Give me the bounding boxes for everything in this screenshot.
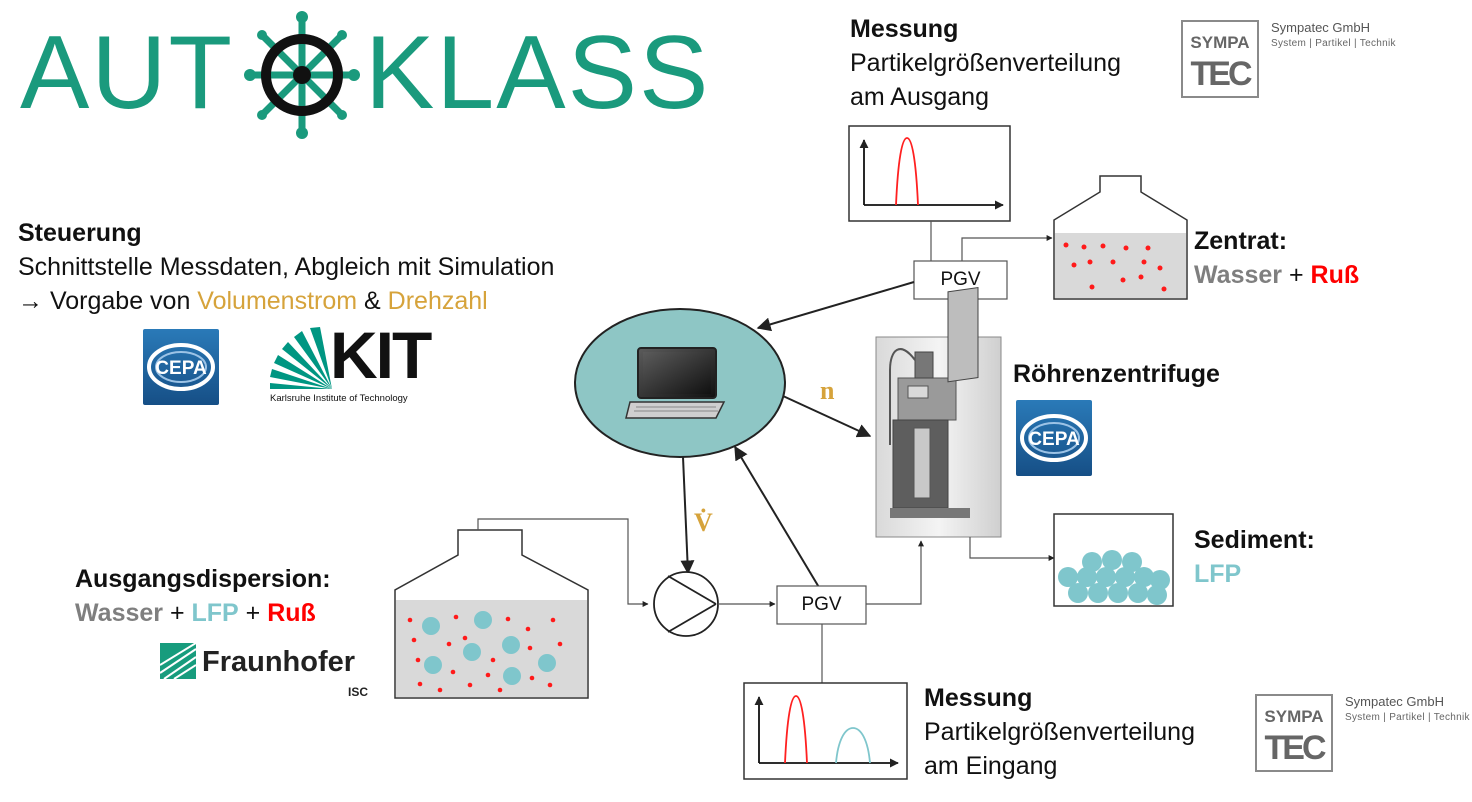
fraunhofer-text: Fraunhofer <box>202 646 356 678</box>
right-arrow-icon: → <box>18 287 43 315</box>
sympatec-logo-top-text-2: SYMPA <box>1264 707 1324 726</box>
zentrat-title: Zentrat: <box>1194 227 1288 255</box>
svg-text:CEPA: CEPA <box>155 358 207 379</box>
dispersion-soot: Ruß <box>267 599 316 627</box>
sympatec-logo-bottom-text-2: TEC <box>1264 729 1327 767</box>
pgv-bottom-box <box>776 585 867 625</box>
svg-text:CEPA: CEPA <box>1028 429 1080 450</box>
sympatec-caption-top: Sympatec GmbH System | Partikel | Techni… <box>1271 20 1396 52</box>
zentrat-plus: + <box>1282 261 1311 289</box>
kit-logo: KIT Karlsruhe Institute of Technology <box>270 319 440 407</box>
volumenstrom-text: Volumenstrom <box>197 287 358 315</box>
sediment-block: Sediment: LFP <box>1194 523 1315 591</box>
kit-subtitle: Karlsruhe Institute of Technology <box>270 393 408 404</box>
sympatec-logo-bottom-text: TEC <box>1190 55 1253 93</box>
dispersion-lfp: LFP <box>191 599 239 627</box>
dispersion-plus2: + <box>238 599 268 627</box>
centrifuge-title: Röhrenzentrifuge <box>1013 360 1220 388</box>
cepa-logo-right: CEPA <box>1016 400 1092 476</box>
symbol-v: V̇ <box>694 508 713 537</box>
centrifuge-image <box>875 286 1002 538</box>
dispersion-plus1: + <box>163 599 192 627</box>
sympatec-logo-bottom: SYMPA TEC <box>1255 694 1333 772</box>
dispersion-block: Ausgangsdispersion: Wasser + LFP + Ruß <box>75 562 331 630</box>
zentrat-soot: Ruß <box>1310 261 1360 289</box>
cepa-badge-icon: CEPA <box>147 343 215 391</box>
dispersion-water: Wasser <box>75 599 164 627</box>
fraunhofer-logo: Fraunhofer ISC <box>160 643 370 703</box>
zentrat-block: Zentrat: Wasser + Ruß <box>1194 224 1359 292</box>
sympatec-logo-top: SYMPA TEC <box>1181 20 1259 98</box>
sympatec-tagline: System | Partikel | Technik <box>1271 38 1396 49</box>
zentrat-line: Wasser + Ruß <box>1194 258 1359 292</box>
messung-in-block: Messung Partikelgrößenverteilung am Eing… <box>924 681 1195 783</box>
dispersion-title: Ausgangsdispersion: <box>75 565 331 593</box>
dispersion-line: Wasser + LFP + Ruß <box>75 596 331 630</box>
sediment-container <box>1053 513 1174 607</box>
vorgabe-text: Vorgabe von <box>49 287 198 315</box>
fraunhofer-mark-icon <box>160 643 196 679</box>
zentrat-container <box>1053 175 1188 300</box>
sediment-title: Sediment: <box>1194 526 1315 554</box>
messung-in-title: Messung <box>924 684 1033 712</box>
pgv-bottom-label: PGV <box>801 594 842 615</box>
messung-out-line1: Partikelgrößenverteilung <box>850 49 1121 77</box>
sympatec-name: Sympatec GmbH <box>1271 20 1370 35</box>
logo-text-aut: AUT <box>20 15 234 131</box>
cepa-logo-left: CEPA <box>143 329 219 405</box>
steuerung-title: Steuerung <box>18 219 142 247</box>
steuerung-block: Steuerung Schnittstelle Messdaten, Abgle… <box>18 216 678 318</box>
psd-chart-out <box>848 125 1011 222</box>
psd-chart-in <box>743 682 908 780</box>
steuerung-line1: Schnittstelle Messdaten, Abgleich mit Si… <box>18 253 555 281</box>
messung-out-block: Messung Partikelgrößenverteilung am Ausg… <box>850 12 1121 114</box>
autoklass-logo: AUT KLASS <box>20 11 708 139</box>
ship-wheel-icon <box>244 11 360 139</box>
sympatec-caption-bottom: Sympatec GmbH System | Partikel | Techni… <box>1345 694 1470 726</box>
cepa-badge-icon-2: CEPA <box>1020 414 1088 462</box>
sympatec-logo-top-text: SYMPA <box>1190 33 1250 52</box>
messung-out-title: Messung <box>850 15 959 43</box>
symbol-n: n <box>820 376 835 405</box>
fraunhofer-sub: ISC <box>348 685 369 699</box>
pump-icon <box>653 571 719 637</box>
steuerung-line2: → Vorgabe von Volumenstrom & Drehzahl <box>18 284 678 318</box>
pgv-top-label: PGV <box>940 269 981 290</box>
messung-in-line2: am Eingang <box>924 752 1058 780</box>
sympatec-tagline-2: System | Partikel | Technik <box>1345 712 1470 723</box>
sympatec-name-2: Sympatec GmbH <box>1345 694 1444 709</box>
kit-fan-icon <box>270 327 332 389</box>
messung-out-line2: am Ausgang <box>850 83 989 111</box>
feed-container <box>394 529 589 699</box>
amp-text: & <box>357 287 388 315</box>
zentrat-water: Wasser <box>1194 261 1283 289</box>
kit-text: KIT <box>330 318 432 392</box>
drehzahl-text: Drehzahl <box>387 287 488 315</box>
logo-text-klass: KLASS <box>365 15 711 131</box>
sediment-material: LFP <box>1194 560 1242 588</box>
laptop-icon <box>625 347 726 419</box>
messung-in-line1: Partikelgrößenverteilung <box>924 718 1195 746</box>
